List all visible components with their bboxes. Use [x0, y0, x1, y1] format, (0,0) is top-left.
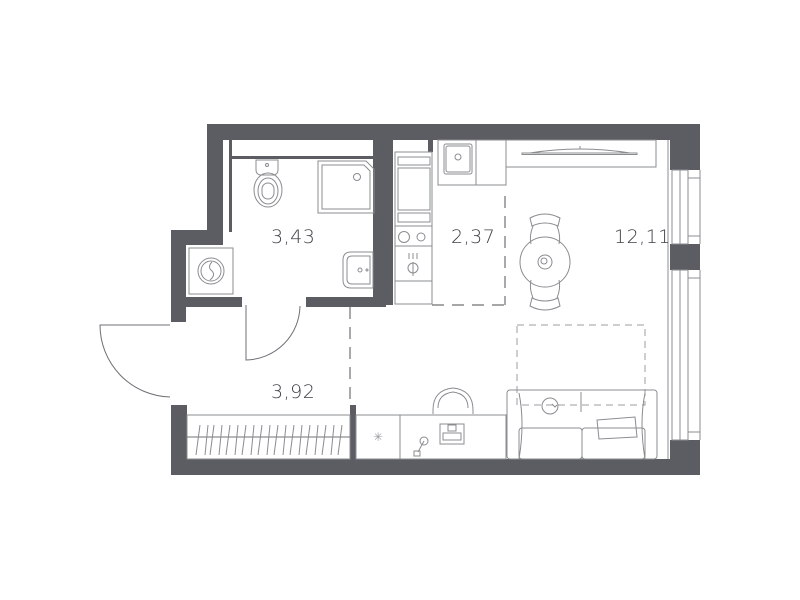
wall-bath-bottom-right — [306, 297, 386, 307]
sink-icon — [342, 251, 374, 289]
doors — [99, 305, 301, 398]
tv-shelf — [505, 139, 657, 168]
dining-table-icon — [519, 213, 571, 311]
cooktop-icon — [394, 225, 433, 247]
bathroom-door — [245, 305, 301, 361]
wall-right-mid — [670, 244, 700, 270]
svg-text:✳: ✳ — [373, 430, 383, 444]
room-area-hallway: 3,92 — [271, 381, 316, 403]
room-area-living-room: 12,11 — [614, 226, 671, 248]
kitchen-fixtures — [394, 139, 657, 306]
wall-wardrobe-right — [350, 405, 356, 460]
washing-machine-icon — [188, 247, 234, 295]
walls — [171, 124, 700, 475]
wall-right-top — [670, 124, 700, 170]
wall-bath-top-thin — [229, 156, 379, 159]
shower-icon — [317, 160, 375, 214]
wall-bath-right — [373, 140, 386, 303]
wall-bottom-thick — [208, 459, 328, 475]
bed-unfolded-outline — [516, 324, 646, 406]
wall-kitchen-stub — [428, 140, 433, 152]
wall-top — [207, 124, 700, 140]
wall-left-middle — [171, 230, 186, 322]
wall-left-lower — [171, 405, 187, 475]
desk-icon: ✳ — [355, 387, 507, 460]
windows — [667, 140, 701, 459]
wall-bath-left-thin — [229, 140, 232, 232]
sofa-bed-icon — [506, 324, 658, 460]
wardrobe-icon — [186, 414, 351, 460]
oven-column — [394, 151, 433, 227]
bathroom-fixtures — [253, 159, 375, 289]
room-area-kitchen: 2,37 — [451, 226, 496, 248]
room-area-bathroom: 3,43 — [271, 226, 316, 248]
wall-right-bottom — [670, 440, 700, 475]
wall-left-upper — [207, 124, 223, 232]
toilet-icon — [253, 159, 283, 208]
entrance-door — [99, 324, 171, 398]
wall-kitchen-left — [386, 140, 393, 305]
wall-bath-bottom-left — [186, 297, 242, 307]
